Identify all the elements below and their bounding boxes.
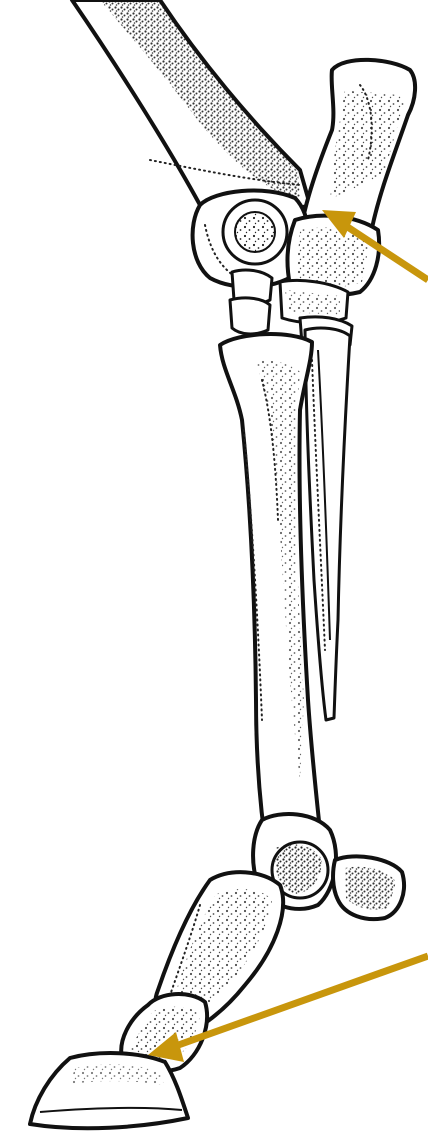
- splint-bone: [305, 328, 350, 720]
- calcaneus-bone: [300, 60, 415, 235]
- hoof: [30, 1053, 188, 1128]
- tibia-bone: [72, 0, 310, 211]
